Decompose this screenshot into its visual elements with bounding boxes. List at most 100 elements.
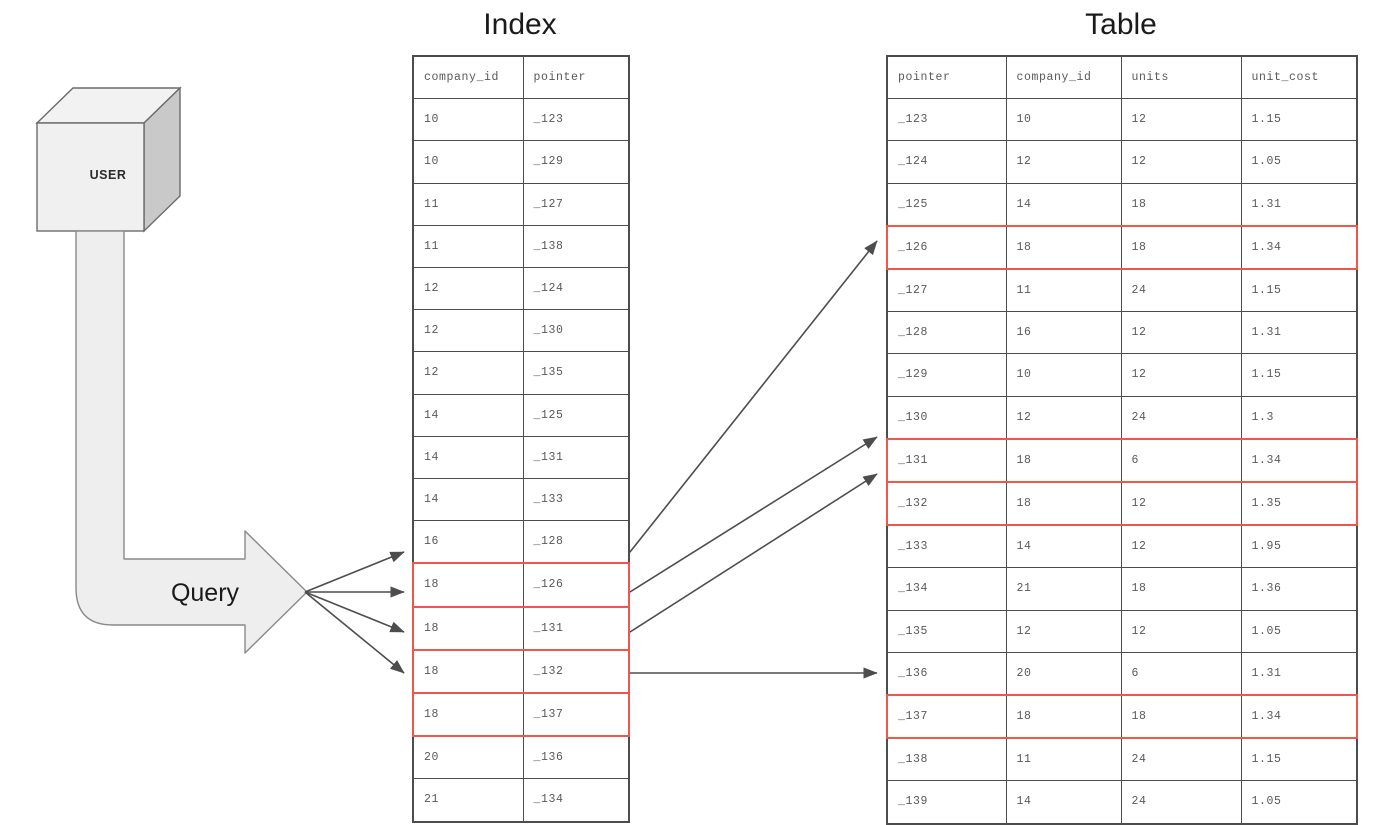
index-row[interactable]: 21_134 (412, 778, 630, 823)
index-row[interactable]: 12_135 (412, 351, 630, 395)
table-cell-unit-cost: 1.31 (1240, 182, 1358, 227)
index-cell-pointer: _132 (522, 648, 630, 695)
table-cell-pointer: _131 (886, 437, 1007, 484)
table-cell-pointer: _127 (886, 268, 1007, 313)
index-row[interactable]: 18_131 (412, 605, 630, 651)
index-row[interactable]: 10_129 (412, 140, 630, 184)
index-row[interactable]: 11_138 (412, 224, 630, 269)
table-col-units: units (1120, 55, 1242, 100)
index-cell-pointer: _130 (522, 309, 630, 353)
index-row[interactable]: 18_132 (412, 648, 630, 695)
table-cell-pointer: _126 (886, 224, 1007, 271)
index-cell-company-id: 18 (412, 605, 524, 651)
table-cell-units: 12 (1120, 98, 1242, 142)
index-row[interactable]: 16_128 (412, 520, 630, 564)
table-cell-unit-cost: 1.95 (1240, 524, 1358, 569)
index-header-row: company_id pointer (412, 55, 630, 100)
index-cell-pointer: _137 (522, 692, 630, 738)
table-cell-unit-cost: 1.3 (1240, 395, 1358, 440)
table-cell-company-id: 21 (1005, 567, 1122, 611)
table-cell-units: 18 (1120, 567, 1242, 611)
table-cell-company-id: 11 (1005, 268, 1122, 313)
table-cell-unit-cost: 1.31 (1240, 311, 1358, 355)
table-cell-units: 24 (1120, 780, 1242, 825)
table-cell-unit-cost: 1.15 (1240, 98, 1358, 142)
table-cell-unit-cost: 1.36 (1240, 567, 1358, 611)
table-cell-units: 12 (1120, 481, 1242, 527)
table-cell-pointer: _138 (886, 737, 1007, 782)
table-cell-units: 6 (1120, 437, 1242, 484)
table-cell-units: 18 (1120, 224, 1242, 271)
index-cell-company-id: 14 (412, 435, 524, 480)
table-cell-company-id: 16 (1005, 311, 1122, 355)
index-cell-pointer: _134 (522, 778, 630, 823)
index-cell-company-id: 14 (412, 478, 524, 522)
index-row[interactable]: 10_123 (412, 98, 630, 142)
table-cell-unit-cost: 1.34 (1240, 224, 1358, 271)
table-cell-unit-cost: 1.34 (1240, 694, 1358, 740)
table-cell-units: 24 (1120, 268, 1242, 313)
index-row[interactable]: 12_130 (412, 309, 630, 353)
table-cell-unit-cost: 1.05 (1240, 780, 1358, 825)
index-row[interactable]: 14_133 (412, 478, 630, 522)
table-cell-units: 12 (1120, 353, 1242, 397)
index-cell-company-id: 18 (412, 648, 524, 695)
table-cell-pointer: _128 (886, 311, 1007, 355)
table-cell-company-id: 20 (1005, 651, 1122, 696)
index-cell-company-id: 11 (412, 182, 524, 226)
index-to-table-connectors (628, 240, 878, 679)
table-cell-company-id: 18 (1005, 481, 1122, 527)
index-cell-pointer: _138 (522, 224, 630, 269)
index-cell-company-id: 12 (412, 351, 524, 395)
index-row[interactable]: 11_127 (412, 182, 630, 226)
table-col-unit-cost: unit_cost (1240, 55, 1358, 100)
table-cell-pointer: _137 (886, 694, 1007, 740)
index-row[interactable]: 18_137 (412, 692, 630, 738)
index-cell-company-id: 21 (412, 778, 524, 823)
index-row[interactable]: 18_126 (412, 562, 630, 608)
index-cell-pointer: _131 (522, 435, 630, 480)
index-cell-pointer: _125 (522, 393, 630, 437)
table-cell-company-id: 10 (1005, 98, 1122, 142)
table-cell-unit-cost: 1.34 (1240, 437, 1358, 484)
index-cell-pointer: _124 (522, 267, 630, 311)
query-to-index-connectors (304, 551, 405, 674)
index-row[interactable]: 20_136 (412, 735, 630, 780)
index-cell-company-id: 16 (412, 520, 524, 564)
index-col-company-id: company_id (412, 55, 524, 100)
index-title: Index (483, 8, 557, 41)
index-row[interactable]: 14_125 (412, 393, 630, 437)
table-cell-units: 24 (1120, 737, 1242, 782)
index-cell-company-id: 10 (412, 140, 524, 184)
table-cell-company-id: 14 (1005, 182, 1122, 227)
index-row[interactable]: 12_124 (412, 267, 630, 311)
index-cell-pointer: _136 (522, 735, 630, 780)
index-row[interactable]: 14_131 (412, 435, 630, 480)
table-cell-pointer: _124 (886, 140, 1007, 184)
index-cell-company-id: 14 (412, 393, 524, 437)
table-cell-pointer: _129 (886, 353, 1007, 397)
index-cell-pointer: _128 (522, 520, 630, 564)
table-cell-units: 6 (1120, 651, 1242, 696)
index-cell-pointer: _133 (522, 478, 630, 522)
index-cell-company-id: 20 (412, 735, 524, 780)
table-cell-company-id: 14 (1005, 524, 1122, 569)
